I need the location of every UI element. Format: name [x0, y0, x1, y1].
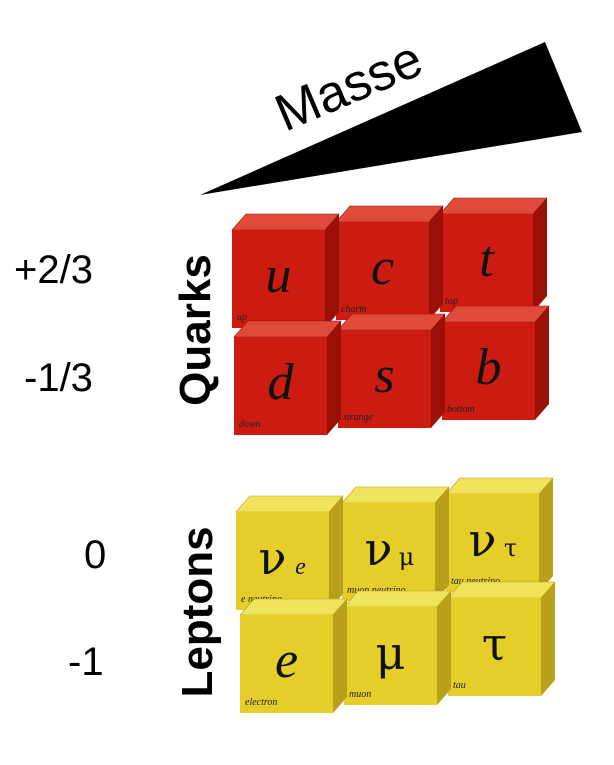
- particle-name: top: [445, 296, 458, 307]
- particle-symbol: ν: [365, 522, 393, 576]
- cube-side-face: [325, 214, 339, 328]
- particle-symbol: τ: [482, 617, 507, 671]
- cube-front-face: [442, 322, 535, 420]
- particle-symbol: t: [479, 231, 495, 288]
- mass-wedge: [200, 42, 582, 195]
- cube-front-face: [338, 330, 431, 428]
- particle-name: tau: [453, 680, 466, 691]
- particle-subscript: τ: [504, 534, 517, 562]
- particle-name: down: [239, 419, 261, 430]
- particle-symbol: ν: [469, 513, 497, 567]
- cube-side-face: [333, 599, 347, 713]
- particle-name: electron: [245, 697, 277, 708]
- cube-front-face: [236, 512, 329, 610]
- particle-cube: νee neutrino: [235, 495, 344, 610]
- charge-neutrino: 0: [84, 533, 106, 577]
- particle-symbol: s: [374, 347, 394, 404]
- particle-name: muon neutrino: [347, 585, 406, 596]
- particle-cube: e electron: [239, 598, 348, 713]
- particle-name: muon: [349, 689, 371, 700]
- cube-side-face: [431, 314, 445, 428]
- cube-top-face: [445, 477, 554, 495]
- cube-front-face: [448, 598, 541, 696]
- cube-top-face: [341, 486, 450, 504]
- cube-top-face: [337, 313, 446, 331]
- charge-quark-up-type: +2/3: [14, 248, 93, 292]
- cube-side-face: [329, 496, 343, 610]
- particle-name: up: [237, 312, 247, 323]
- cube-side-face: [429, 206, 443, 320]
- cube-top-face: [439, 197, 548, 215]
- particle-name: strange: [343, 412, 374, 423]
- particle-name: bottom: [447, 404, 475, 415]
- particle-symbol: c: [371, 239, 394, 296]
- cube-side-face: [541, 582, 555, 696]
- particle-name: charm: [341, 304, 367, 315]
- particle-cube: t top: [439, 197, 548, 312]
- particle-subscript: μ: [399, 543, 415, 571]
- cube-side-face: [533, 198, 547, 312]
- quarks-label: Quarks: [171, 254, 220, 406]
- cube-front-face: [446, 494, 539, 592]
- cube-front-face: [342, 503, 435, 601]
- cube-side-face: [435, 487, 449, 601]
- particle-cube: u up: [231, 213, 340, 328]
- cube-front-face: [234, 337, 327, 435]
- particle-symbol: u: [266, 247, 292, 304]
- cube-top-face: [441, 305, 550, 323]
- particle-cube: τ tau: [447, 581, 556, 696]
- cube-front-face: [344, 607, 437, 705]
- particle-name: tau neutrino: [451, 576, 500, 587]
- cube-top-face: [233, 320, 342, 338]
- cube-top-face: [235, 495, 344, 513]
- cube-top-face: [335, 205, 444, 223]
- cube-top-face: [239, 598, 348, 616]
- particle-symbol: b: [476, 339, 502, 396]
- charge-quark-down-type: -1/3: [24, 356, 93, 400]
- particle-subscript: e: [295, 554, 306, 580]
- particle-symbol: e: [275, 632, 298, 689]
- cube-front-face: [336, 222, 429, 320]
- cube-front-face: [232, 230, 325, 328]
- particle-symbol: d: [268, 354, 295, 411]
- leptons-label: Leptons: [173, 526, 222, 697]
- particle-symbol: ν: [259, 531, 287, 585]
- cube-side-face: [327, 321, 341, 435]
- cube-top-face: [447, 581, 556, 599]
- cube-side-face: [437, 591, 451, 705]
- cube-front-face: [240, 615, 333, 713]
- cube-top-face: [343, 590, 452, 608]
- cube-side-face: [539, 478, 553, 592]
- cube-front-face: [440, 214, 533, 312]
- cube-side-face: [535, 306, 549, 420]
- charge-charged-lepton: -1: [68, 640, 104, 684]
- cube-top-face: [231, 213, 340, 231]
- particle-symbol: μ: [376, 626, 406, 680]
